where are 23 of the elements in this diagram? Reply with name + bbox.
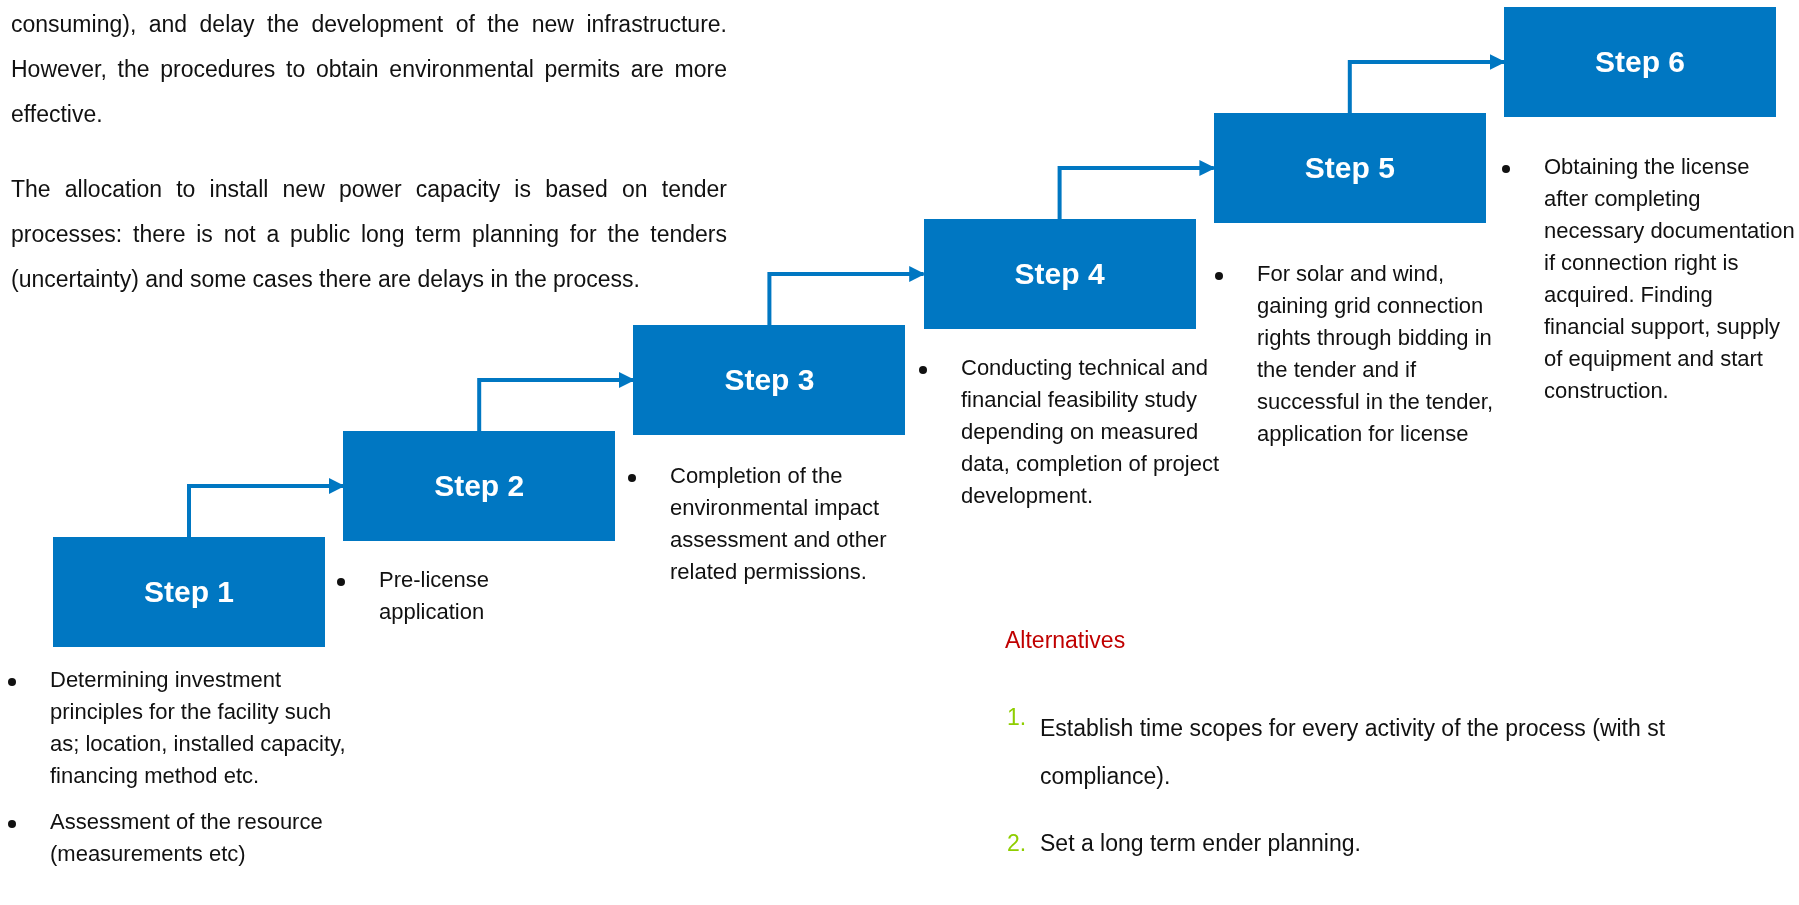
step-description: Determining investment principles for the facility such as; location, installed capacity, financing method etc. bbox=[50, 666, 347, 790]
step-box: Step 5 bbox=[1213, 113, 1486, 223]
heading: Alternatives bbox=[1005, 627, 1126, 654]
arrow bbox=[1347, 54, 1506, 113]
step-description: Conducting technical and financial feasibility study depending on measured data, completion of project development. bbox=[961, 354, 1221, 510]
step-description: For solar and wind, gaining grid connection rights through bidding in the tender and if successful in the tender, application for license bbox=[1257, 260, 1495, 448]
paragraph: The allocation to install new power capacity is based on tender processes: there is not a public long term planning for the tenders (uncertainty) and some cases there are delays in the process. bbox=[11, 175, 727, 294]
arrow bbox=[477, 372, 635, 431]
step-description: Pre-license application bbox=[379, 566, 491, 626]
step-description: Completion of the environmental impact assessment and other related permissions. bbox=[670, 462, 888, 586]
step-description: Assessment of the resource (measurements etc) bbox=[50, 808, 324, 868]
list-number: 1. bbox=[1007, 704, 1027, 731]
step-box: Step 6 bbox=[1504, 7, 1776, 117]
list-number: 2. bbox=[1007, 830, 1027, 857]
paragraph: consuming), and delay the development of the new infrastructure. However, the procedures to obtain environmental permits are more effective. bbox=[11, 10, 727, 129]
list-text: Establish time scopes for every activity of the process (with st compliance). bbox=[1040, 714, 1667, 791]
step-description: Obtaining the license after completing necessary documentation if connection right is acquired. Finding financial support, supply of equipment and start construction. bbox=[1544, 153, 1796, 405]
list-text: Set a long term ender planning. bbox=[1040, 830, 1361, 857]
step-box: Step 4 bbox=[923, 219, 1196, 329]
step-box: Step 3 bbox=[633, 325, 906, 435]
arrow bbox=[187, 478, 345, 537]
step-box: Step 1 bbox=[53, 537, 325, 647]
step-box: Step 2 bbox=[343, 431, 616, 541]
